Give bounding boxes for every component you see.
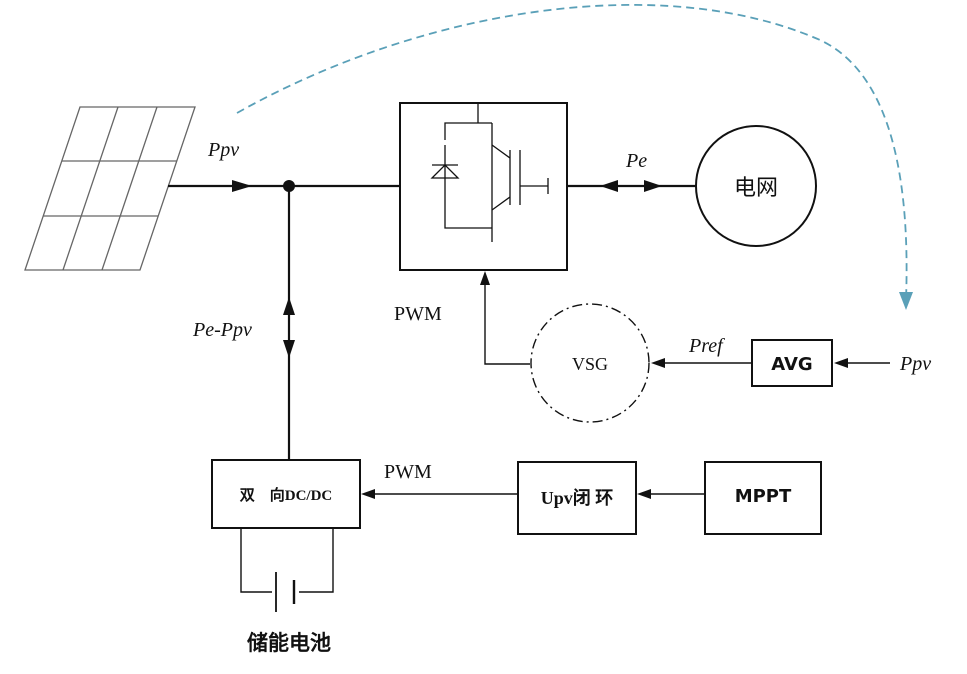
storage-battery-label: 储能电池 [247,631,331,655]
avg-to-vsg-line [651,358,752,368]
ppv-flow-arrow [232,180,252,192]
vsg-to-inverter-line [480,271,530,365]
ppv-right-label: Ppv [899,353,931,375]
upv-loop-block [517,461,637,535]
grid-label: 电网 [734,176,778,201]
ppv-label: Ppv [207,139,239,161]
arc-arrowhead-icon [899,292,913,310]
pe-ppv-up-arrow [283,297,295,315]
feedback-dashed-arc [236,3,908,301]
pe-right-arrow [644,180,662,192]
battery-icon [240,529,334,612]
upv-loop-label: Upv闭 环 [541,487,614,508]
mppt-block [704,461,822,535]
inverter-block [399,102,568,271]
upv-to-dcdc-line [361,489,518,499]
grid-circle [695,125,817,247]
pref-label: Pref [688,335,725,357]
dcdc-label: 双 向DC/DC [240,486,333,504]
mppt-to-upv-line [637,489,705,499]
pe-left-arrow [600,180,618,192]
mppt-label: MPPT [735,486,792,507]
pe-ppv-down-arrow [283,340,295,358]
igbt-diode-symbol-icon [430,104,549,242]
pe-ppv-label: Pe-Ppv [192,319,252,341]
pwm-dcdc-label: PWM [384,461,432,483]
pwm-inverter-label: PWM [394,303,442,325]
pe-label: Pe [625,150,647,172]
pv-bus-line [168,180,289,192]
vsg-label: VSG [572,354,608,374]
ppv-to-avg-line [834,358,890,368]
inverter-grid-line [567,180,697,192]
solar-panel-icon [24,106,196,271]
dcdc-block [211,459,361,529]
avg-block [751,339,833,387]
bus-to-dcdc-line [283,186,295,460]
vsg-circle [530,303,650,423]
avg-label: AVG [771,354,812,375]
